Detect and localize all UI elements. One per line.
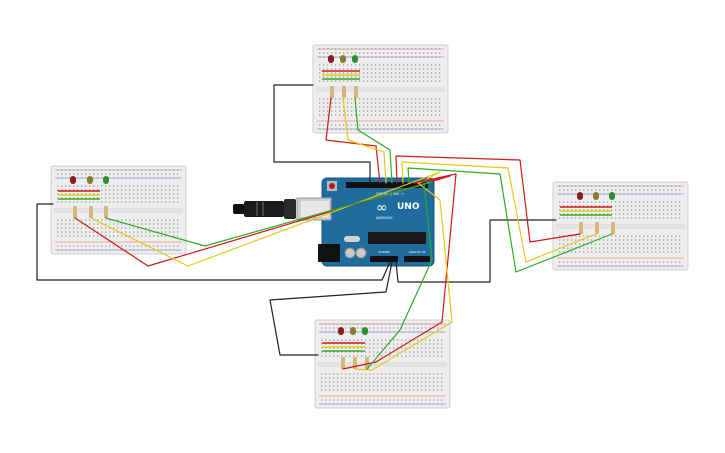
breadboard-holes xyxy=(559,185,681,267)
resistor[interactable] xyxy=(365,357,369,369)
led-green[interactable] xyxy=(352,55,358,63)
led-red[interactable] xyxy=(338,327,344,335)
led-yellow[interactable] xyxy=(87,176,93,184)
resistor[interactable] xyxy=(579,222,583,234)
wire-red[interactable] xyxy=(325,97,381,184)
resistor[interactable] xyxy=(342,86,346,98)
resistor[interactable] xyxy=(595,222,599,234)
led-red[interactable] xyxy=(328,55,334,63)
model-label: UNO xyxy=(397,202,420,212)
power-jack[interactable] xyxy=(318,244,340,262)
resistor[interactable] xyxy=(611,222,615,234)
traffic-light-right xyxy=(560,192,615,234)
resistor[interactable] xyxy=(89,206,93,218)
led-yellow[interactable] xyxy=(593,192,599,200)
wire-green[interactable] xyxy=(407,167,613,273)
led-red[interactable] xyxy=(577,192,583,200)
power-label: POWER xyxy=(378,250,389,254)
wire-black[interactable] xyxy=(395,219,557,283)
reset-button[interactable] xyxy=(327,181,337,191)
led-green[interactable] xyxy=(362,327,368,335)
analog-label: ANALOG IN xyxy=(409,250,426,254)
capacitor xyxy=(355,247,367,259)
led-yellow[interactable] xyxy=(350,327,356,335)
resistor[interactable] xyxy=(73,206,77,218)
wire-black[interactable] xyxy=(273,84,371,184)
wire-yellow[interactable] xyxy=(354,182,453,371)
wire-yellow[interactable] xyxy=(401,161,597,263)
resistor[interactable] xyxy=(104,206,108,218)
wire-green[interactable] xyxy=(366,182,433,370)
brand-label: ARDUINO xyxy=(376,216,393,220)
wire-green[interactable] xyxy=(354,97,393,184)
breadboard-top[interactable] xyxy=(312,44,449,134)
wire-yellow[interactable] xyxy=(90,171,441,267)
resistor[interactable] xyxy=(353,357,357,369)
breadboard-right[interactable] xyxy=(552,181,689,271)
resistor[interactable] xyxy=(354,86,358,98)
led-red[interactable] xyxy=(70,176,76,184)
analog-header[interactable] xyxy=(404,256,430,262)
wire-red[interactable] xyxy=(395,155,581,243)
wire-green[interactable] xyxy=(105,181,433,247)
arduino-logo-icon: ∞ xyxy=(376,200,388,216)
crystal xyxy=(344,236,360,242)
traffic-light-bottom xyxy=(322,327,369,369)
traffic-light-left xyxy=(58,176,109,218)
usb-cable[interactable] xyxy=(233,199,296,219)
microcontroller-chip xyxy=(368,232,426,244)
breadboard-holes xyxy=(319,48,441,130)
arduino-uno-board[interactable]: DIGITAL (PWM ~) ∞ UNO ARDUINO POWER ANAL… xyxy=(296,177,435,267)
power-header[interactable] xyxy=(370,256,398,262)
led-green[interactable] xyxy=(609,192,615,200)
led-yellow[interactable] xyxy=(340,55,346,63)
wire-yellow[interactable] xyxy=(342,97,387,184)
breadboard-holes xyxy=(321,323,443,405)
breadboard-left[interactable] xyxy=(50,165,187,255)
breadboard-holes xyxy=(57,169,179,251)
wire-red[interactable] xyxy=(342,173,457,370)
digital-header[interactable] xyxy=(346,182,428,188)
traffic-light-top xyxy=(322,55,360,98)
resistor[interactable] xyxy=(341,357,345,369)
capacitor xyxy=(344,247,356,259)
led-green[interactable] xyxy=(103,176,109,184)
wire-black[interactable] xyxy=(269,261,393,356)
resistor[interactable] xyxy=(330,86,334,98)
wire-black[interactable] xyxy=(36,203,391,281)
